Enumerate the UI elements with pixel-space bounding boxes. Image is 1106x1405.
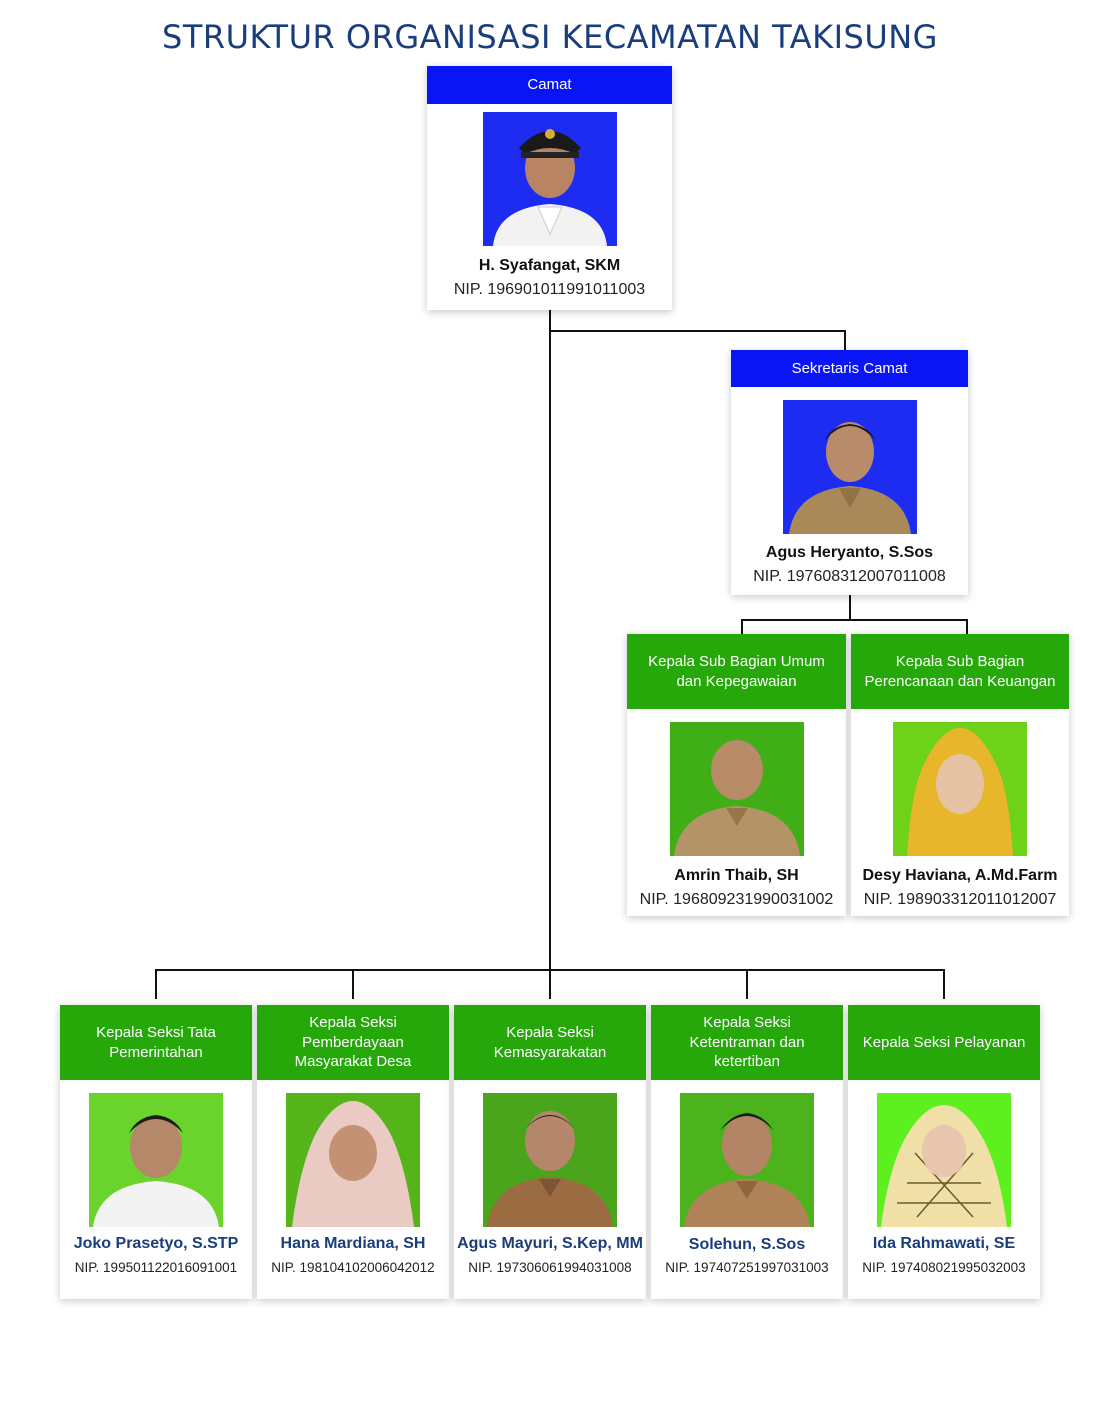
person-nip: NIP. 196901011991011003 xyxy=(453,281,646,298)
person-name: Desy Haviana, A.Md.Farm xyxy=(862,867,1058,884)
person-portrait-icon xyxy=(680,1093,814,1227)
person-nip: NIP. 197608312007011008 xyxy=(753,568,946,585)
person-portrait-icon xyxy=(877,1093,1011,1227)
page-title: STRUKTUR ORGANISASI KECAMATAN TAKISUNG xyxy=(162,18,938,56)
photo-seksi-3 xyxy=(483,1093,617,1227)
person-nip: NIP. 197306061994031008 xyxy=(468,1260,632,1275)
role-header: Kepala Seksi Ketentraman dan ketertiban xyxy=(651,1005,843,1080)
connector-subbag-right xyxy=(966,619,968,634)
card-seksi-kemasyarakatan: Kepala Seksi Kemasyarakatan Agus Mayuri,… xyxy=(454,1005,646,1299)
photo-subbag-perencanaan xyxy=(893,722,1027,856)
connector-seksi-2 xyxy=(352,969,354,999)
connector-sekcam-down xyxy=(849,595,851,620)
role-header: Kepala Seksi Pelayanan xyxy=(848,1005,1040,1080)
card-subbag-umum: Kepala Sub Bagian Umum dan Kepegawaian A… xyxy=(627,634,846,916)
photo-seksi-1 xyxy=(89,1093,223,1227)
person-name: Amrin Thaib, SH xyxy=(674,867,799,884)
person-portrait-icon xyxy=(782,400,917,534)
person-portrait-icon xyxy=(893,722,1027,856)
card-camat: Camat H. Syafangat, SKM NIP. 19690101199… xyxy=(427,66,672,310)
role-header: Camat xyxy=(427,66,672,104)
connector-camat-trunk xyxy=(549,310,551,999)
connector-seksi-1 xyxy=(155,969,157,999)
person-name: Solehun, S.Sos xyxy=(688,1236,806,1253)
photo-seksi-2 xyxy=(286,1093,420,1227)
person-nip: NIP. 198104102006042012 xyxy=(271,1260,435,1275)
role-header: Kepala Sub Bagian Perencanaan dan Keuang… xyxy=(851,634,1069,709)
person-name: Agus Heryanto, S.Sos xyxy=(765,544,934,561)
person-name: Agus Mayuri, S.Kep, MM xyxy=(457,1235,643,1252)
person-nip: NIP. 196809231990031002 xyxy=(639,891,834,908)
person-name: H. Syafangat, SKM xyxy=(478,257,621,274)
connector-seksi-h xyxy=(155,969,945,971)
role-header: Kepala Seksi Pemberdayaan Masyarakat Des… xyxy=(257,1005,449,1080)
role-header: Kepala Sub Bagian Umum dan Kepegawaian xyxy=(627,634,846,709)
photo-seksi-5 xyxy=(877,1093,1011,1227)
person-name: Ida Rahmawati, SE xyxy=(872,1235,1016,1252)
role-header: Sekretaris Camat xyxy=(731,350,968,387)
person-nip: NIP. 197407251997031003 xyxy=(665,1260,829,1275)
card-sekretaris-camat: Sekretaris Camat Agus Heryanto, S.Sos NI… xyxy=(731,350,968,595)
card-seksi-pelayanan: Kepala Seksi Pelayanan Ida Rahmawati, SE… xyxy=(848,1005,1040,1299)
person-nip: NIP. 197408021995032003 xyxy=(862,1260,1026,1275)
person-portrait-icon xyxy=(483,1093,617,1227)
person-portrait-icon xyxy=(482,112,617,246)
card-seksi-ketentraman: Kepala Seksi Ketentraman dan ketertiban … xyxy=(651,1005,843,1299)
person-name: Joko Prasetyo, S.STP xyxy=(73,1235,239,1252)
connector-subbag-left xyxy=(741,619,743,634)
card-subbag-perencanaan: Kepala Sub Bagian Perencanaan dan Keuang… xyxy=(851,634,1069,916)
person-nip: NIP. 199501122016091001 xyxy=(74,1260,238,1275)
connector-subbag-h xyxy=(741,619,968,621)
person-portrait-icon xyxy=(286,1093,420,1227)
person-portrait-icon xyxy=(89,1093,223,1227)
connector-seksi-5 xyxy=(943,969,945,999)
card-seksi-tata-pemerintahan: Kepala Seksi Tata Pemerintahan Joko Pras… xyxy=(60,1005,252,1299)
photo-camat xyxy=(482,112,617,246)
person-name: Hana Mardiana, SH xyxy=(280,1235,426,1252)
photo-seksi-4 xyxy=(680,1093,814,1227)
role-header: Kepala Seksi Kemasyarakatan xyxy=(454,1005,646,1080)
photo-sekretaris-camat xyxy=(782,400,917,534)
person-portrait-icon xyxy=(669,722,804,856)
role-header: Kepala Seksi Tata Pemerintahan xyxy=(60,1005,252,1080)
photo-subbag-umum xyxy=(669,722,804,856)
connector-sekcam-v xyxy=(844,330,846,350)
person-nip: NIP. 198903312011012007 xyxy=(863,891,1057,908)
card-seksi-pemberdayaan: Kepala Seksi Pemberdayaan Masyarakat Des… xyxy=(257,1005,449,1299)
connector-seksi-4 xyxy=(746,969,748,999)
connector-camat-sekcam-h xyxy=(549,330,846,332)
